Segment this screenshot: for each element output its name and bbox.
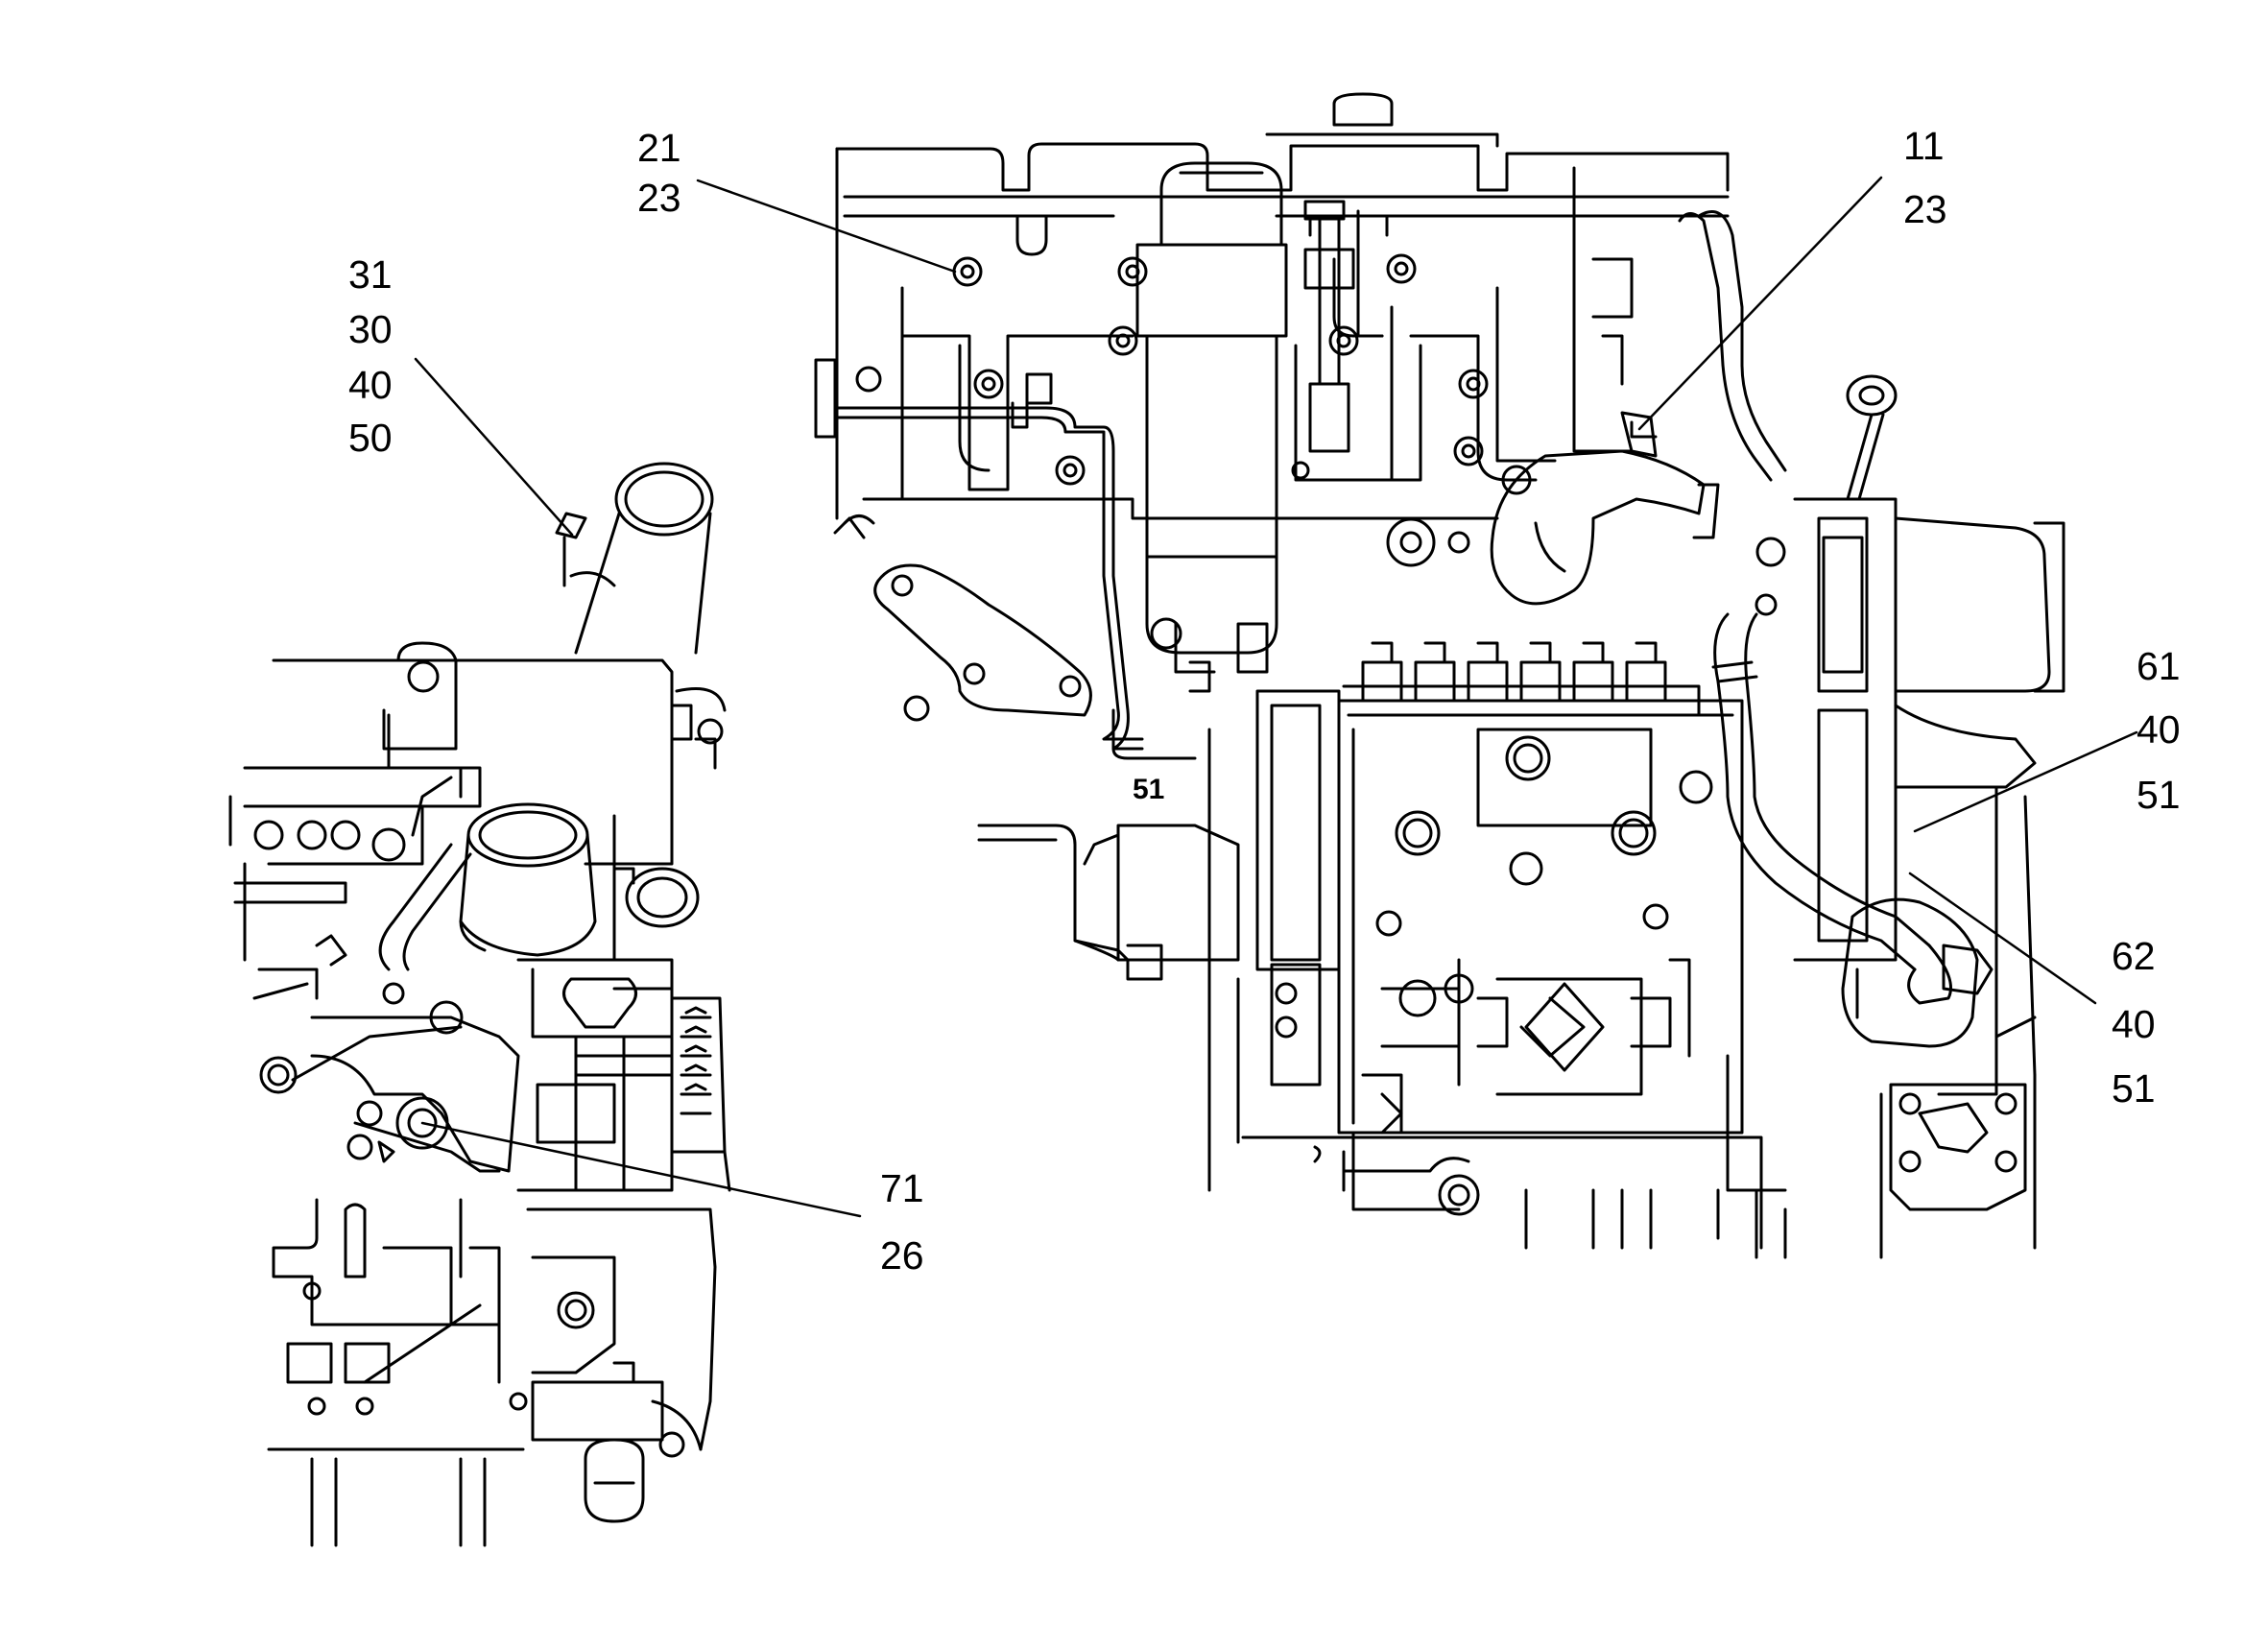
callout-61: 61 [2137, 644, 2181, 688]
thermostat-housing [1793, 497, 2065, 1096]
callout-23-top-right: 23 [1903, 187, 1947, 231]
leader-61-51 [1913, 730, 2138, 833]
timing-gear-housing [516, 958, 674, 1192]
callout-71: 71 [880, 1166, 924, 1210]
pulley-and-belt [670, 996, 731, 1192]
injection-pump [1337, 699, 1744, 1135]
crankcase-left [267, 1198, 528, 1547]
water-outlet-elbow [1490, 411, 1720, 606]
leader-62-51 [1908, 872, 2097, 1005]
callout-31: 31 [348, 252, 393, 297]
crankcase-lower [1241, 1131, 1763, 1250]
callout-21: 21 [637, 126, 681, 170]
callout-40-left: 40 [348, 363, 393, 407]
leader-11-23 [1637, 176, 1883, 431]
callout-51-lower-right: 51 [2112, 1066, 2156, 1111]
callout-23-top-left: 23 [637, 176, 681, 220]
leader-21-23 [696, 179, 957, 274]
callout-51-mid-right: 51 [2137, 773, 2181, 817]
fuel-lines [814, 358, 1211, 760]
fuel-filter [1135, 161, 1288, 674]
engine-bracket [833, 514, 1092, 722]
callout-30: 30 [348, 307, 393, 351]
front-cover-housing [526, 1207, 717, 1523]
cylinder-head-cover [835, 92, 1730, 520]
head-ribbing [862, 257, 1557, 520]
callout-26: 26 [880, 1233, 924, 1278]
leader-71-26 [420, 1121, 862, 1218]
upper-coolant-hose [1572, 166, 1787, 482]
air-intake-pipe [555, 462, 714, 655]
dipstick [1846, 374, 1898, 501]
head-bolts [952, 253, 1786, 616]
leader-lines [414, 176, 2138, 1218]
callout-40-mid-right: 40 [2137, 707, 2181, 752]
callout-50: 50 [348, 416, 393, 460]
turbocharger-housing [243, 641, 727, 866]
oil-filter [378, 802, 700, 971]
pump-mounting-flange [977, 689, 1341, 1192]
injector-lines [1303, 200, 1389, 453]
engine-lower-right [1716, 795, 2037, 1259]
leader-31-50 [414, 357, 574, 537]
callout-40-lower-right: 40 [2112, 1002, 2156, 1046]
pump-delivery-valves [1342, 641, 1701, 717]
left-side-details [228, 795, 616, 1000]
left-mounting-bracket [259, 982, 520, 1173]
callout-62: 62 [2112, 934, 2156, 978]
water-pump-body [1841, 897, 1993, 1048]
callout-11: 11 [1903, 124, 1945, 168]
inline-part-label: 51 [1133, 774, 1164, 805]
